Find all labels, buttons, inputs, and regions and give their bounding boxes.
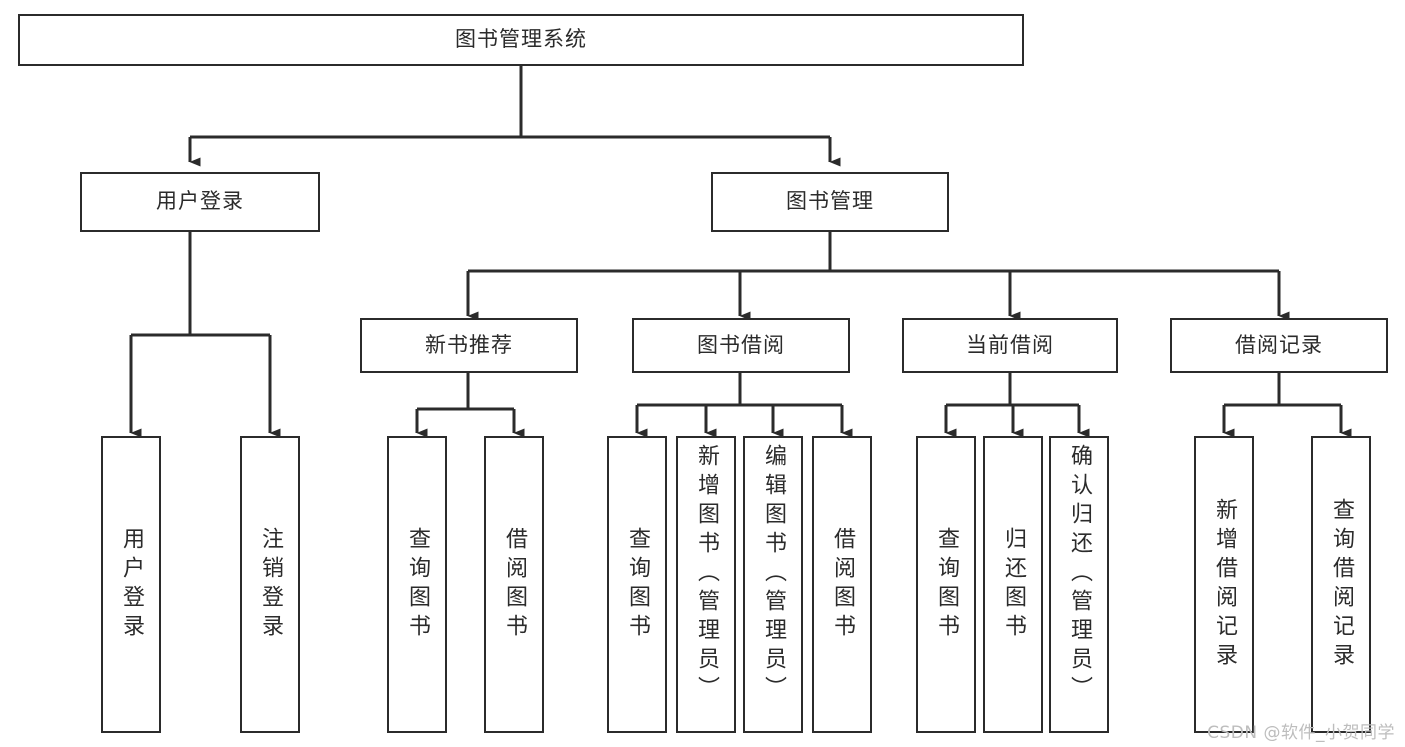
node-label: 用户登录 [156,189,244,214]
node-label: 查询图书 [405,526,430,643]
node-label: 图书借阅 [697,332,785,357]
node-label: 用户登录 [119,526,144,643]
node-label: 新增借阅记录 [1212,497,1237,672]
node-label: 当前借阅 [966,332,1054,357]
node-leaf-query-books-borrow[interactable]: 查询图书 [607,436,667,733]
node-leaf-add-book-admin[interactable]: 新增图书（管理员） [676,436,736,733]
node-leaf-logout[interactable]: 注销登录 [240,436,300,733]
node-leaf-add-borrow-record[interactable]: 新增借阅记录 [1194,436,1254,733]
node-label: 查询图书 [934,526,959,643]
node-label: 新增图书（管理员） [694,444,719,705]
node-leaf-query-books-new[interactable]: 查询图书 [387,436,447,733]
node-leaf-borrow-books[interactable]: 借阅图书 [812,436,872,733]
node-leaf-return-books[interactable]: 归还图书 [983,436,1043,733]
node-label: 新书推荐 [425,332,513,357]
node-label: 借阅图书 [502,526,527,643]
node-label: 归还图书 [1001,526,1026,643]
node-label: 查询图书 [625,526,650,643]
node-leaf-borrow-books-new[interactable]: 借阅图书 [484,436,544,733]
node-leaf-query-books-current[interactable]: 查询图书 [916,436,976,733]
node-book-borrow[interactable]: 图书借阅 [632,318,850,373]
node-label: 图书管理系统 [455,27,587,52]
node-book-management[interactable]: 图书管理 [711,172,949,232]
node-leaf-confirm-return-admin[interactable]: 确认归还（管理员） [1049,436,1109,733]
node-leaf-query-borrow-record[interactable]: 查询借阅记录 [1311,436,1371,733]
node-label: 注销登录 [258,526,283,643]
node-label: 借阅记录 [1235,332,1323,357]
node-label: 借阅图书 [830,526,855,643]
node-leaf-user-login[interactable]: 用户登录 [101,436,161,733]
node-label: 确认归还（管理员） [1067,444,1092,705]
node-label: 编辑图书（管理员） [761,444,786,705]
node-borrow-record[interactable]: 借阅记录 [1170,318,1388,373]
node-user-login[interactable]: 用户登录 [80,172,320,232]
node-root-book-management-system[interactable]: 图书管理系统 [18,14,1024,66]
node-leaf-edit-book-admin[interactable]: 编辑图书（管理员） [743,436,803,733]
node-label: 图书管理 [786,189,874,214]
node-new-book-recommend[interactable]: 新书推荐 [360,318,578,373]
node-current-borrow[interactable]: 当前借阅 [902,318,1118,373]
node-label: 查询借阅记录 [1329,497,1354,672]
